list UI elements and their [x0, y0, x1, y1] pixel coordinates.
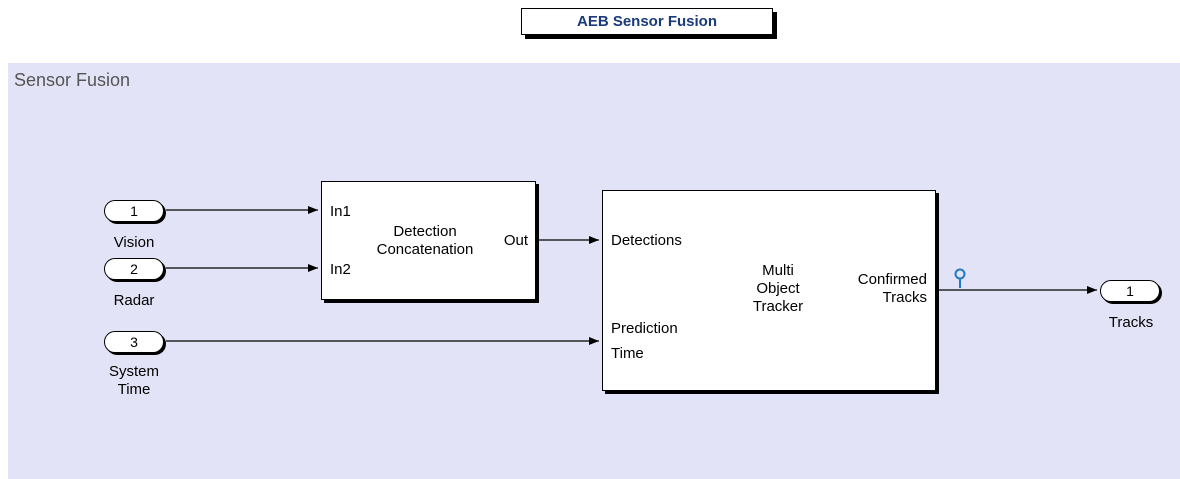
block-name: Detection Concatenation: [360, 223, 490, 259]
inport-label-vision: Vision: [113, 234, 155, 251]
label-line: Time: [117, 381, 151, 398]
title-block[interactable]: AEB Sensor Fusion: [521, 8, 773, 35]
name-line: Tracker: [752, 298, 804, 315]
inport-number: 1: [130, 203, 138, 219]
outport-number: 1: [1126, 283, 1134, 299]
inport-radar[interactable]: 2: [104, 258, 164, 280]
name-line: Object: [756, 280, 800, 297]
inport-vision[interactable]: 1: [104, 200, 164, 222]
inport-number: 3: [130, 334, 138, 350]
port-confirmed-tracks-label: Confirmed Tracks: [858, 271, 927, 307]
inport-number: 2: [130, 261, 138, 277]
sensor-fusion-area: [8, 63, 1180, 479]
port-in1-label: In1: [330, 203, 351, 220]
port-in2-label: In2: [330, 261, 351, 278]
port-out-label: Out: [503, 232, 528, 249]
detection-concatenation-block[interactable]: In1 In2 Out Detection Concatenation: [321, 181, 536, 300]
block-name: Multi Object Tracker: [723, 262, 833, 316]
probe-icon[interactable]: [954, 268, 966, 289]
port-detections-label: Detections: [611, 232, 682, 249]
name-line: Detection: [393, 223, 457, 240]
name-line: Concatenation: [376, 241, 474, 258]
inport-system-time[interactable]: 3: [104, 331, 164, 353]
port-prediction-time-label: Prediction Time: [611, 320, 678, 363]
name-line: Multi: [762, 262, 794, 279]
outport-tracks[interactable]: 1: [1100, 280, 1160, 302]
label-line: Time: [611, 345, 644, 362]
label-line: Prediction: [611, 320, 678, 337]
multi-object-tracker-block[interactable]: Detections Prediction Time Multi Object …: [602, 190, 936, 391]
label-line: Tracks: [882, 289, 927, 306]
label-line: System: [108, 363, 159, 380]
label-line: Confirmed: [857, 271, 927, 288]
area-label: Sensor Fusion: [14, 70, 131, 90]
inport-label-radar: Radar: [113, 292, 155, 309]
inport-label-system-time: System Time: [100, 363, 168, 399]
outport-label-tracks: Tracks: [1108, 314, 1154, 331]
